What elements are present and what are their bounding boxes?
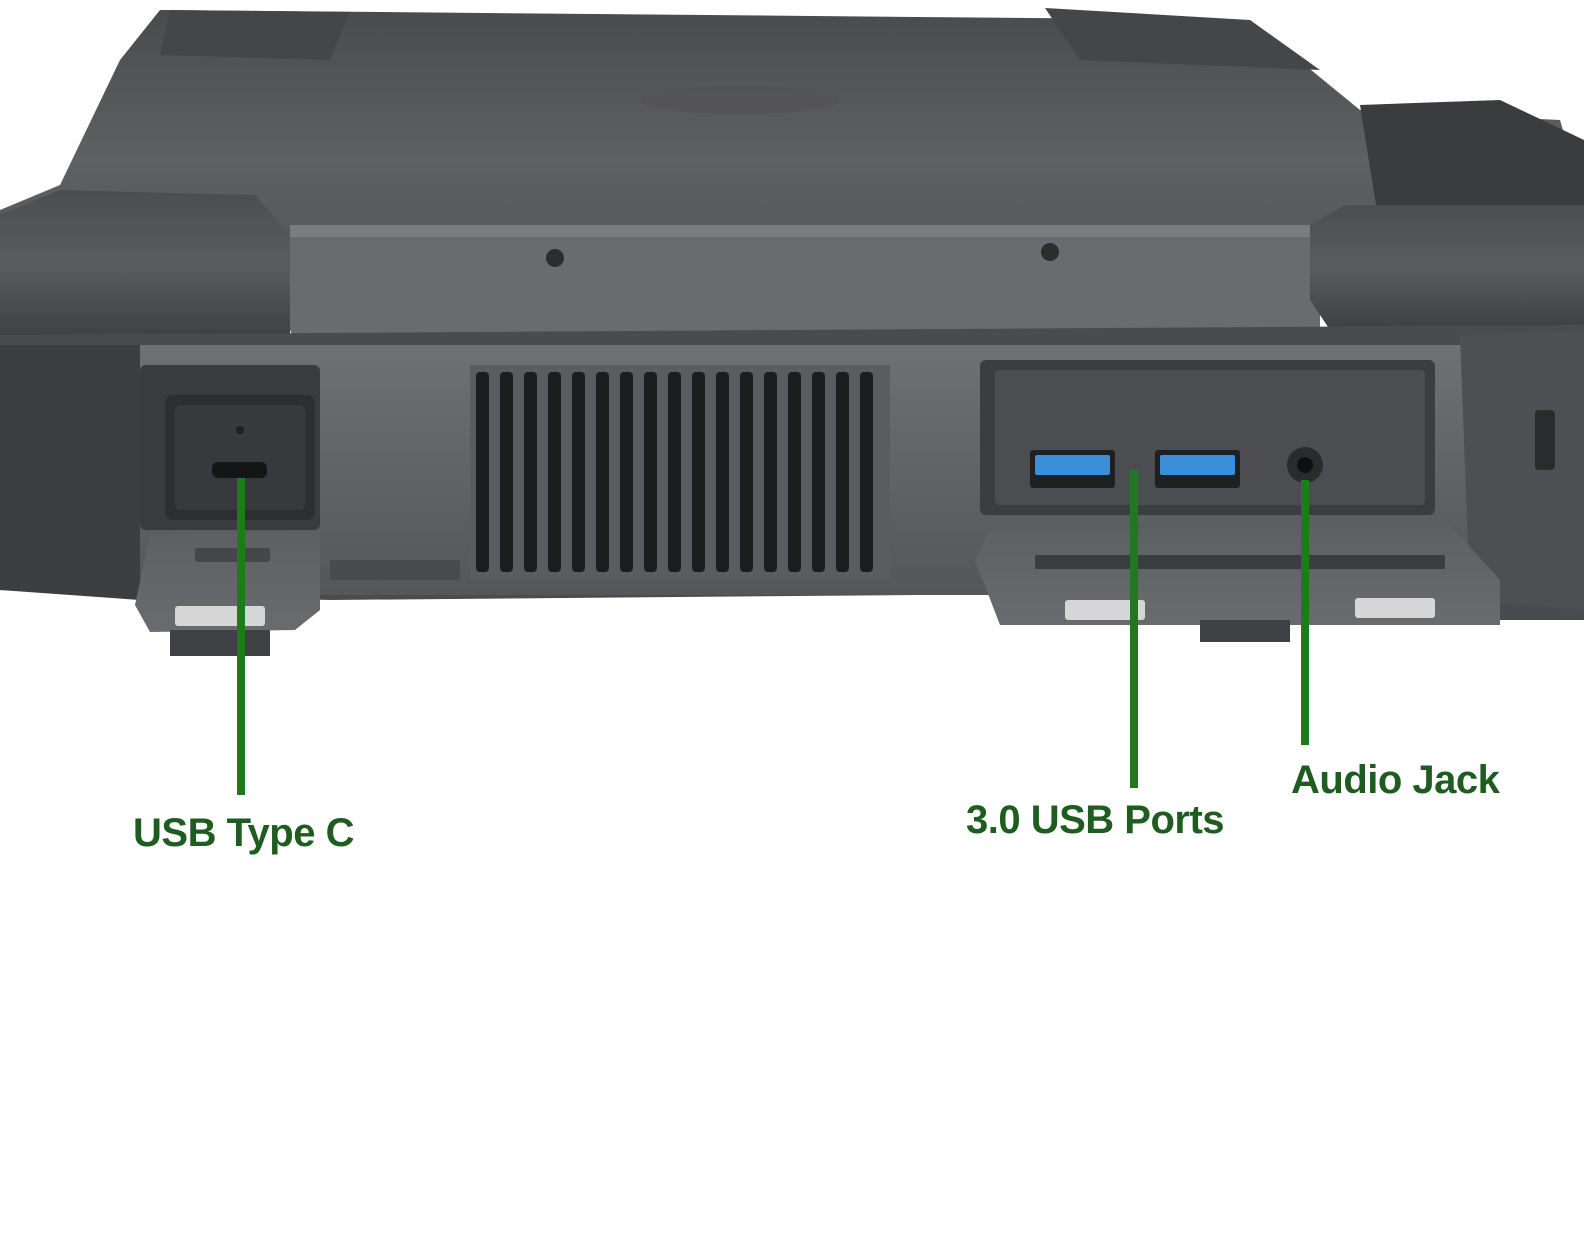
vent-slot — [572, 372, 585, 572]
label-audio-jack: Audio Jack — [1291, 758, 1500, 802]
usb-c-socket — [212, 462, 267, 478]
vent-slot — [596, 372, 609, 572]
vent-slot — [644, 372, 657, 572]
usb3-port-right — [1155, 450, 1240, 488]
vent-slot — [692, 372, 705, 572]
vent-slot — [500, 372, 513, 572]
front-rim — [290, 225, 1320, 335]
port-bay — [975, 360, 1500, 642]
vent-slot — [716, 372, 729, 572]
vent-slot — [524, 372, 537, 572]
corner-bumpers — [0, 190, 1584, 340]
vent-slot — [764, 372, 777, 572]
usb3-port-left — [1030, 450, 1115, 488]
vent-slot — [476, 372, 489, 572]
vent-grille — [330, 365, 890, 580]
vent-slot — [548, 372, 561, 572]
audio-jack-port — [1287, 447, 1323, 483]
vent-slot — [668, 372, 681, 572]
usb-c-port-housing — [135, 365, 320, 656]
vent-slot — [860, 372, 873, 572]
label-usb-ports: 3.0 USB Ports — [966, 798, 1225, 842]
vent-slot — [740, 372, 753, 572]
vent-slot — [812, 372, 825, 572]
vent-slot — [620, 372, 633, 572]
vent-slot — [836, 372, 849, 572]
label-usb-type-c: USB Type C — [133, 811, 354, 855]
vent-slot — [788, 372, 801, 572]
